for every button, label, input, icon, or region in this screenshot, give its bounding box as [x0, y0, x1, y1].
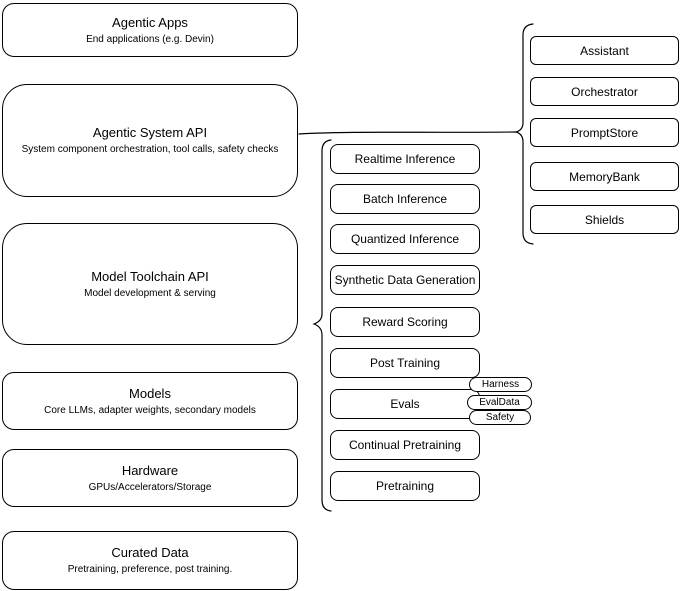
box-subtitle: GPUs/Accelerators/Storage: [88, 481, 212, 493]
component-orchestrator: Orchestrator: [530, 77, 679, 106]
component-promptstore: PromptStore: [530, 118, 679, 147]
toolchain-item-pretraining: Pretraining: [330, 471, 480, 501]
toolchain-item-quantized-inference: Quantized Inference: [330, 224, 480, 254]
box-subtitle: End applications (e.g. Devin): [86, 33, 214, 45]
box-subtitle: Model development & serving: [84, 287, 216, 299]
toolchain-item-post-training: Post Training: [330, 348, 480, 378]
box-title: Model Toolchain API: [91, 268, 209, 284]
tag-harness: Harness: [469, 377, 532, 392]
box-title: Agentic Apps: [112, 14, 188, 30]
toolchain-item-realtime-inference: Realtime Inference: [330, 144, 480, 174]
box-title: Curated Data: [111, 545, 189, 560]
box-subtitle: Pretraining, preference, post training.: [67, 564, 233, 575]
toolchain-item-evals: Evals: [330, 389, 480, 419]
box-hardware: Hardware GPUs/Accelerators/Storage: [2, 449, 298, 507]
box-subtitle: Core LLMs, adapter weights, secondary mo…: [44, 404, 256, 416]
toolchain-item-reward-scoring: Reward Scoring: [330, 307, 480, 337]
box-models: Models Core LLMs, adapter weights, secon…: [2, 372, 298, 430]
box-title: Hardware: [121, 462, 179, 478]
toolchain-brace: [312, 139, 332, 512]
component-shields: Shields: [530, 205, 679, 234]
box-curated-data: Curated Data Pretraining, preference, po…: [2, 531, 298, 590]
component-memorybank: MemoryBank: [530, 162, 679, 191]
box-agentic-apps: Agentic Apps End applications (e.g. Devi…: [2, 3, 298, 57]
tag-evaldata: EvalData: [467, 395, 532, 410]
box-subtitle: System component orchestration, tool cal…: [21, 144, 279, 155]
toolchain-item-synthetic-data-generation: Synthetic Data Generation: [330, 265, 480, 295]
box-title: Agentic System API: [92, 125, 208, 140]
box-agentic-system-api: Agentic System API System component orch…: [2, 84, 298, 197]
box-title: Models: [129, 385, 171, 401]
toolchain-item-batch-inference: Batch Inference: [330, 184, 480, 214]
system-api-connector-line: [298, 131, 517, 135]
toolchain-item-continual-pretraining: Continual Pretraining: [330, 430, 480, 460]
component-assistant: Assistant: [530, 36, 679, 65]
tag-safety: Safety: [469, 410, 531, 425]
box-model-toolchain-api: Model Toolchain API Model development & …: [2, 223, 298, 345]
